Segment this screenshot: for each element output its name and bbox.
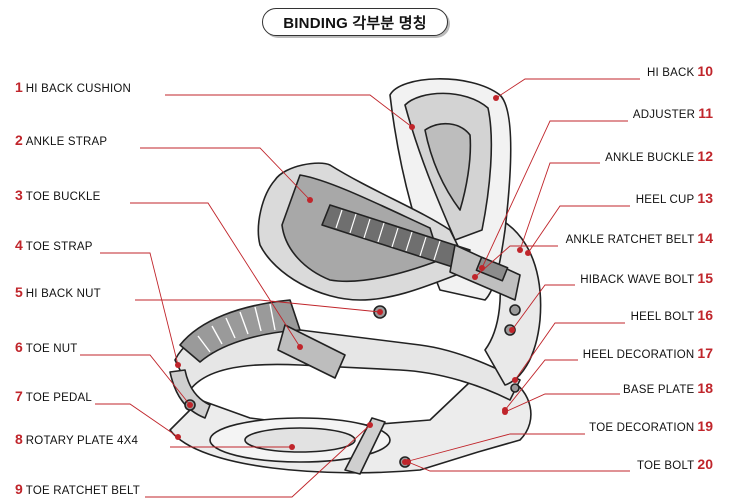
leader-7 bbox=[95, 403, 179, 438]
leader-18 bbox=[504, 393, 620, 413]
dot-1 bbox=[409, 124, 415, 130]
leader-16 bbox=[514, 322, 625, 381]
dot-6 bbox=[187, 402, 193, 408]
leader-9 bbox=[145, 424, 371, 498]
dot-10 bbox=[493, 95, 499, 101]
dot-2 bbox=[307, 197, 313, 203]
dot-12 bbox=[517, 247, 523, 253]
dot-13 bbox=[525, 250, 531, 256]
dot-8 bbox=[289, 444, 295, 450]
dot-9 bbox=[367, 422, 373, 428]
leader-1 bbox=[165, 94, 413, 128]
binding-illustration bbox=[169, 78, 542, 475]
leader-3 bbox=[130, 202, 301, 348]
leader-19 bbox=[404, 433, 585, 463]
leader-15 bbox=[511, 284, 575, 331]
leader-11 bbox=[481, 120, 628, 269]
dot-7 bbox=[175, 434, 181, 440]
toe-ratchet-belt-shape bbox=[344, 417, 386, 475]
leader-14 bbox=[474, 245, 558, 278]
leader-12 bbox=[519, 162, 600, 251]
dot-16 bbox=[512, 377, 518, 383]
leader-5 bbox=[135, 299, 381, 313]
leader-2 bbox=[140, 147, 311, 201]
leader-dots bbox=[175, 95, 531, 465]
leader-20 bbox=[407, 461, 630, 472]
dot-3 bbox=[297, 344, 303, 350]
heel-cup-shape bbox=[469, 209, 542, 386]
leader-6 bbox=[80, 354, 191, 406]
toe-strap-shape bbox=[179, 299, 301, 363]
diagram-title: BINDING 각부분 명칭 bbox=[262, 8, 448, 36]
dot-11 bbox=[479, 265, 485, 271]
leader-17 bbox=[504, 359, 578, 411]
leader-10 bbox=[495, 78, 640, 99]
leader-4 bbox=[100, 252, 179, 366]
dot-18 bbox=[502, 409, 508, 415]
leader-13 bbox=[527, 205, 630, 254]
dot-14 bbox=[472, 274, 478, 280]
dot-5 bbox=[377, 309, 383, 315]
toe-pedal-shape bbox=[169, 369, 211, 419]
dot-4 bbox=[175, 362, 181, 368]
dot-15 bbox=[509, 327, 515, 333]
dot-20 bbox=[405, 459, 411, 465]
leader-lines bbox=[80, 78, 640, 498]
